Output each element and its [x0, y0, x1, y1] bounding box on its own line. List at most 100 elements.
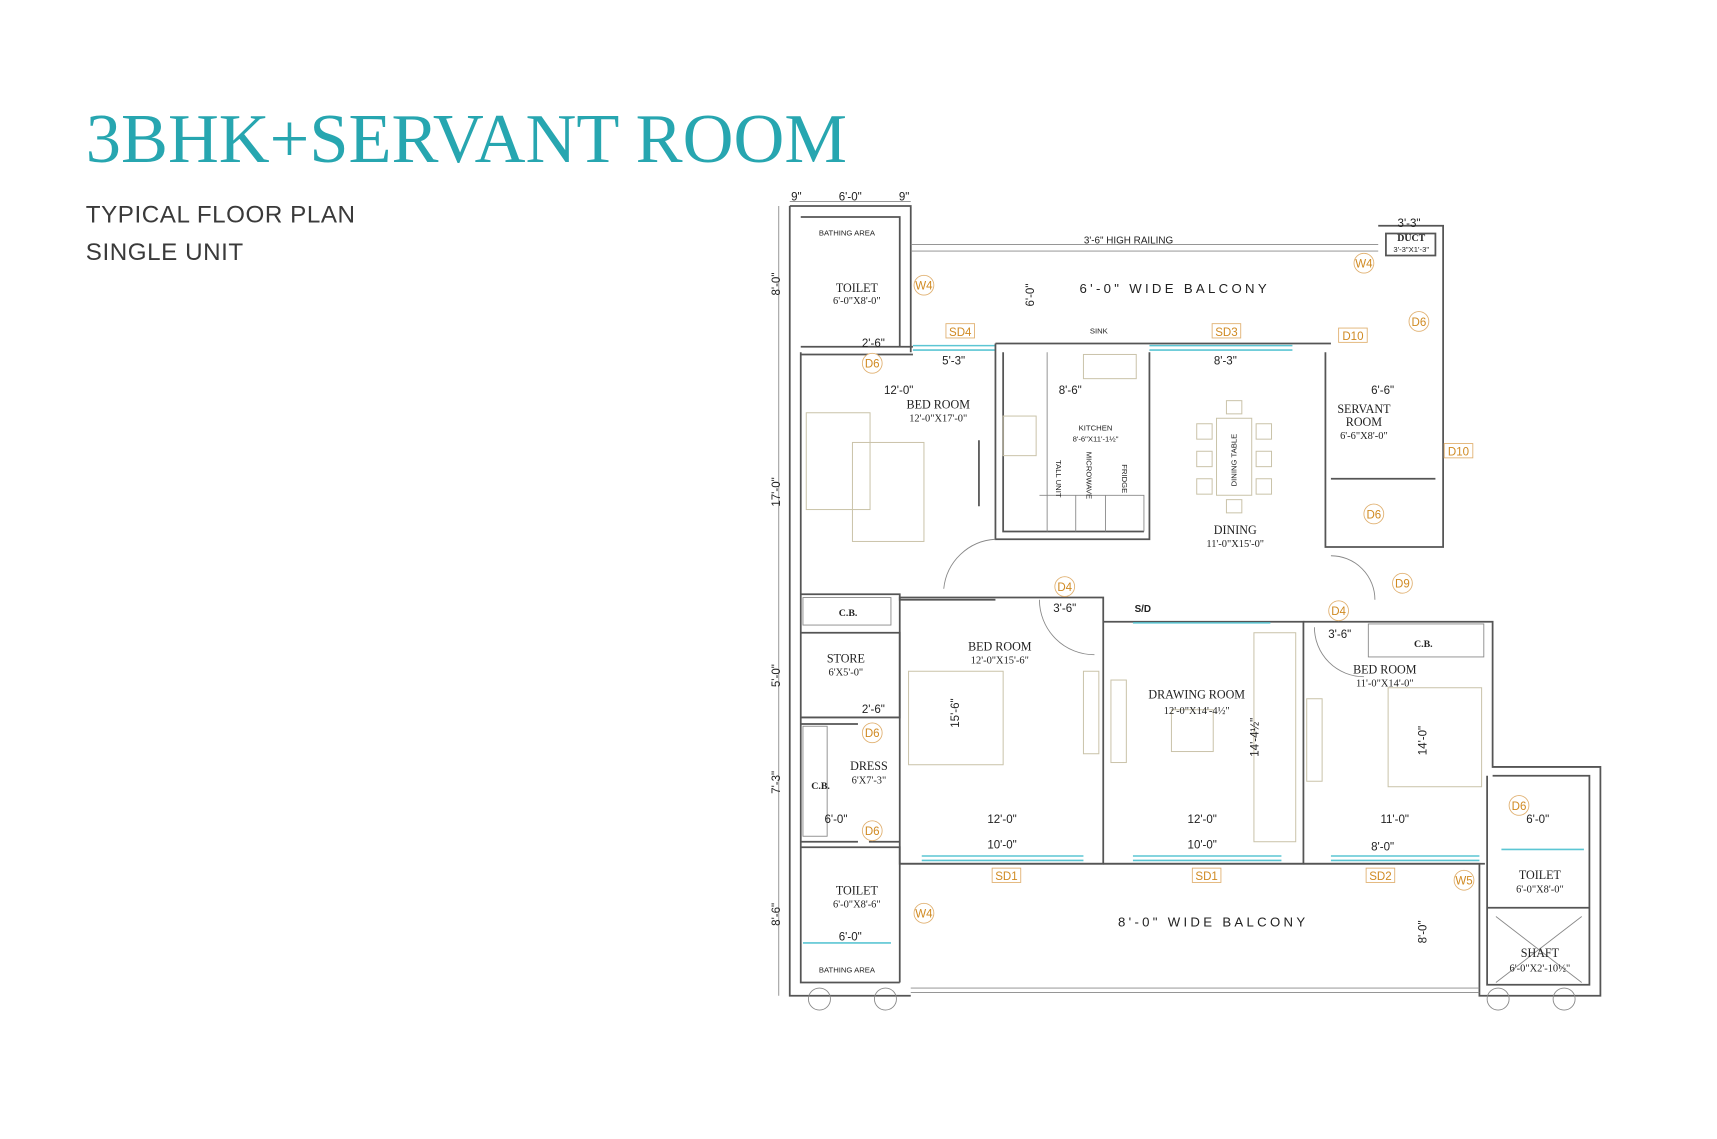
- dimension: 9": [791, 191, 802, 203]
- svg-text:W5: W5: [1455, 876, 1472, 888]
- label-cb-3: C.B.: [1414, 639, 1433, 650]
- tag: D4: [1054, 576, 1076, 597]
- svg-text:SD4: SD4: [949, 327, 972, 339]
- svg-text:D6: D6: [1412, 317, 1427, 329]
- label-bedroom-3: BED ROOM: [1353, 662, 1417, 676]
- tag: D6: [1408, 311, 1430, 332]
- size-store: 6'X5'-0": [828, 668, 863, 679]
- dimension: 12'-0": [987, 814, 1016, 826]
- label-fridge: FRIDGE: [1120, 464, 1129, 493]
- svg-text:D4: D4: [1331, 606, 1346, 618]
- opening-tags: W4 SD4 SD3 D10 D6 D10 D6 D6 D9 D4 D4 D6 …: [861, 252, 1530, 924]
- label-dress: DRESS: [850, 759, 888, 773]
- svg-text:D6: D6: [865, 359, 880, 371]
- dimension: 14'-4½": [1249, 718, 1261, 757]
- tag: SD2: [1365, 867, 1396, 883]
- dimension: 8'-0": [771, 273, 783, 296]
- label-toilet-se: TOILET: [1519, 868, 1562, 882]
- size-kitchen: 8'-6"X11'-1½": [1073, 434, 1119, 443]
- size-bedroom-2: 12'-0"X15'-6": [971, 656, 1029, 667]
- label-cb-1: C.B.: [839, 608, 858, 619]
- tag: D6: [1508, 795, 1530, 816]
- label-tall-unit: TALL UNIT: [1054, 460, 1063, 498]
- svg-text:W4: W4: [915, 909, 933, 921]
- size-dining: 11'-0"X15'-0": [1206, 539, 1264, 550]
- label-bedroom-2: BED ROOM: [968, 639, 1032, 653]
- svg-text:D6: D6: [1366, 509, 1381, 521]
- svg-text:D4: D4: [1057, 582, 1072, 594]
- dimension: 2'-6": [862, 704, 885, 716]
- dimension: 8'-0": [1371, 842, 1394, 854]
- svg-text:SD1: SD1: [1195, 871, 1217, 883]
- tag: D10: [1338, 327, 1368, 343]
- dimension: 6'-0": [839, 191, 862, 203]
- dimension-labels: 9" 6'-0" 9" 8'-0" 17'-0" 5'-0" 7'-3" 8'-…: [771, 191, 1549, 996]
- label-north-balcony: 6'-0" WIDE BALCONY: [1080, 281, 1270, 296]
- label-cb-2: C.B.: [811, 781, 830, 792]
- dimension: 5'-3": [942, 355, 965, 367]
- dimension: 8'-6": [771, 903, 783, 926]
- svg-text:D10: D10: [1342, 331, 1363, 343]
- svg-text:D6: D6: [865, 826, 880, 838]
- dimension: 6'-0": [824, 814, 847, 826]
- dimension: 3'-6": [1328, 629, 1351, 641]
- label-store: STORE: [827, 651, 865, 665]
- dimension: 6'-6": [1371, 385, 1394, 397]
- tag: D6: [1363, 503, 1385, 525]
- label-drawing-room: DRAWING ROOM: [1148, 688, 1245, 702]
- tag: W4: [1353, 252, 1375, 274]
- size-bedroom-1: 12'-0"X17'-0": [909, 414, 967, 425]
- tag: D9: [1392, 572, 1413, 594]
- dimension: 9": [899, 191, 910, 203]
- svg-text:SD2: SD2: [1369, 871, 1391, 883]
- size-toilet-sw: 6'-0"X8'-6": [833, 900, 881, 911]
- dimension: 3'-3": [1398, 218, 1421, 230]
- size-bedroom-3: 11'-0"X14'-0": [1356, 679, 1414, 690]
- dimension: 3'-6": [1053, 603, 1076, 615]
- size-drawing-room: 12'-0"X14'-4½": [1164, 706, 1230, 717]
- label-toilet-nw: TOILET: [836, 281, 879, 295]
- size-shaft: 6'-0"X2'-10½": [1510, 964, 1571, 975]
- label-bathing-area-sw: BATHING AREA: [819, 966, 876, 975]
- tag: SD1: [991, 867, 1022, 883]
- dimension: 6'-0": [839, 932, 862, 944]
- svg-text:D10: D10: [1448, 447, 1469, 459]
- dimension: 14'-0": [1418, 726, 1430, 755]
- svg-text:SD3: SD3: [1215, 327, 1237, 339]
- tag: SD1: [1191, 867, 1222, 883]
- size-toilet-nw: 6'-0"X8'-0": [833, 296, 881, 307]
- subtitle-plan-type: TYPICAL FLOOR PLAN: [86, 201, 356, 228]
- label-shaft: SHAFT: [1521, 946, 1560, 960]
- size-duct: 3'-3"X1'-3": [1393, 245, 1429, 254]
- label-bedroom-1: BED ROOM: [907, 397, 971, 411]
- tag: SD3: [1211, 323, 1242, 339]
- dimension: 17'-0": [771, 477, 783, 506]
- tag: D6: [861, 820, 883, 842]
- svg-text:SD1: SD1: [995, 871, 1017, 883]
- tag: D6: [861, 352, 883, 374]
- tag: D4: [1328, 600, 1349, 622]
- dimension: 2'-6": [862, 338, 885, 350]
- dimension: 8'-0": [1418, 920, 1430, 943]
- label-dining: DINING: [1214, 523, 1257, 537]
- label-south-balcony: 8'-0" WIDE BALCONY: [1118, 914, 1308, 929]
- dimension: 7'-3": [771, 771, 783, 794]
- tag: W5: [1453, 869, 1475, 891]
- dimension: 12'-0": [884, 385, 913, 397]
- svg-text:W4: W4: [1355, 259, 1373, 271]
- dimension: 10'-0": [1188, 839, 1217, 851]
- label-sliding-door: S/D: [1135, 604, 1151, 615]
- svg-text:D6: D6: [865, 728, 880, 740]
- label-sink: SINK: [1090, 327, 1109, 336]
- subtitle-unit: SINGLE UNIT: [86, 239, 244, 266]
- tag: W4: [913, 902, 935, 924]
- svg-text:W4: W4: [915, 281, 933, 293]
- size-toilet-se: 6'-0"X8'-0": [1516, 884, 1564, 895]
- dimension: 10'-0": [987, 839, 1016, 851]
- dimension: 6'-0": [1526, 814, 1549, 826]
- label-servant-room: SERVANT: [1337, 402, 1391, 416]
- room-labels: BATHING AREA TOILET 6'-0"X8'-0" BED ROOM…: [811, 229, 1570, 975]
- svg-text:D9: D9: [1395, 579, 1410, 591]
- dimension: 12'-0": [1188, 814, 1217, 826]
